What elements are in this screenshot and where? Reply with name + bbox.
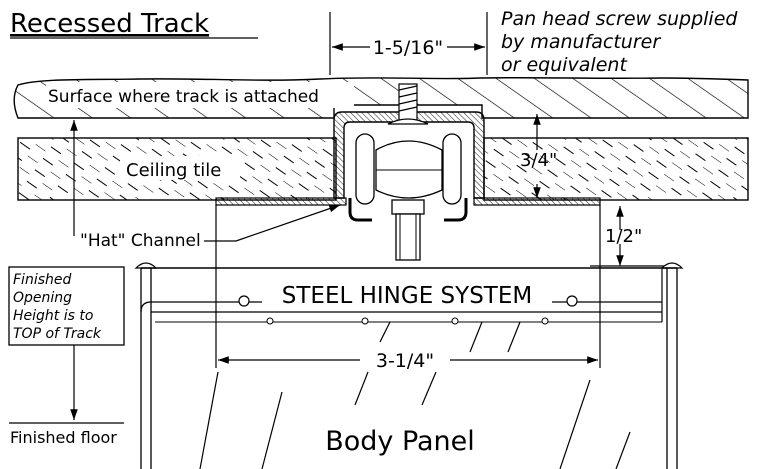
finished-height-note-box — [8, 266, 125, 346]
screw-offset-label: 1-5/16" — [373, 37, 443, 59]
ceiling-tile-label-box — [120, 156, 240, 180]
roller-carriage — [355, 133, 462, 205]
steel-hinge-label: STEEL HINGE SYSTEM — [282, 283, 532, 309]
hanger-bolt — [391, 199, 425, 261]
hat-channel-flange-left — [215, 197, 347, 206]
gap-label: 1/2" — [605, 226, 642, 247]
finished-height-note-line-1: Finished — [13, 272, 71, 288]
screw-note-line-3: or equivalent — [501, 54, 628, 76]
surface-label: Surface where track is attached — [48, 87, 319, 107]
hat-channel-leader — [204, 204, 341, 242]
finished-height-note-line-4: TOP of Track — [13, 326, 102, 342]
track-inner-lip — [348, 198, 468, 222]
track-channel — [333, 111, 485, 199]
steel-hinge-label-box — [262, 280, 552, 308]
finished-floor-label: Finished floor — [10, 428, 117, 447]
body-panel-label: Body Panel — [325, 426, 475, 457]
panel-offset-dimension: 3-1/4" — [215, 205, 601, 372]
hat-channel-flange-right — [473, 197, 601, 206]
finished-height-note-line-3: Height is to — [13, 308, 93, 324]
body-panel-strokes — [199, 321, 631, 469]
screw-offset-dimension: 1-5/16" — [329, 12, 488, 75]
gap-dimension: 1/2" — [590, 206, 672, 267]
screw-note-line-1: Pan head screw supplied — [501, 8, 738, 30]
screw-note-line-2: by manufacturer — [501, 31, 661, 53]
ceiling-tile-label: Ceiling tile — [126, 160, 221, 181]
tile-thickness-label: 3/4" — [520, 150, 557, 171]
drawing-title: Recessed Track — [10, 9, 209, 39]
tile-thickness-dimension: 3/4" — [520, 114, 557, 198]
surface-label-box — [46, 82, 354, 108]
hinge-rail — [140, 267, 677, 325]
hat-channel-label: "Hat" Channel — [80, 231, 201, 251]
body-panel-label-box — [310, 420, 490, 458]
pan-head-screw — [387, 83, 429, 125]
panel-offset-label: 3-1/4" — [376, 350, 434, 372]
finished-height-note-line-2: Opening — [13, 290, 72, 306]
